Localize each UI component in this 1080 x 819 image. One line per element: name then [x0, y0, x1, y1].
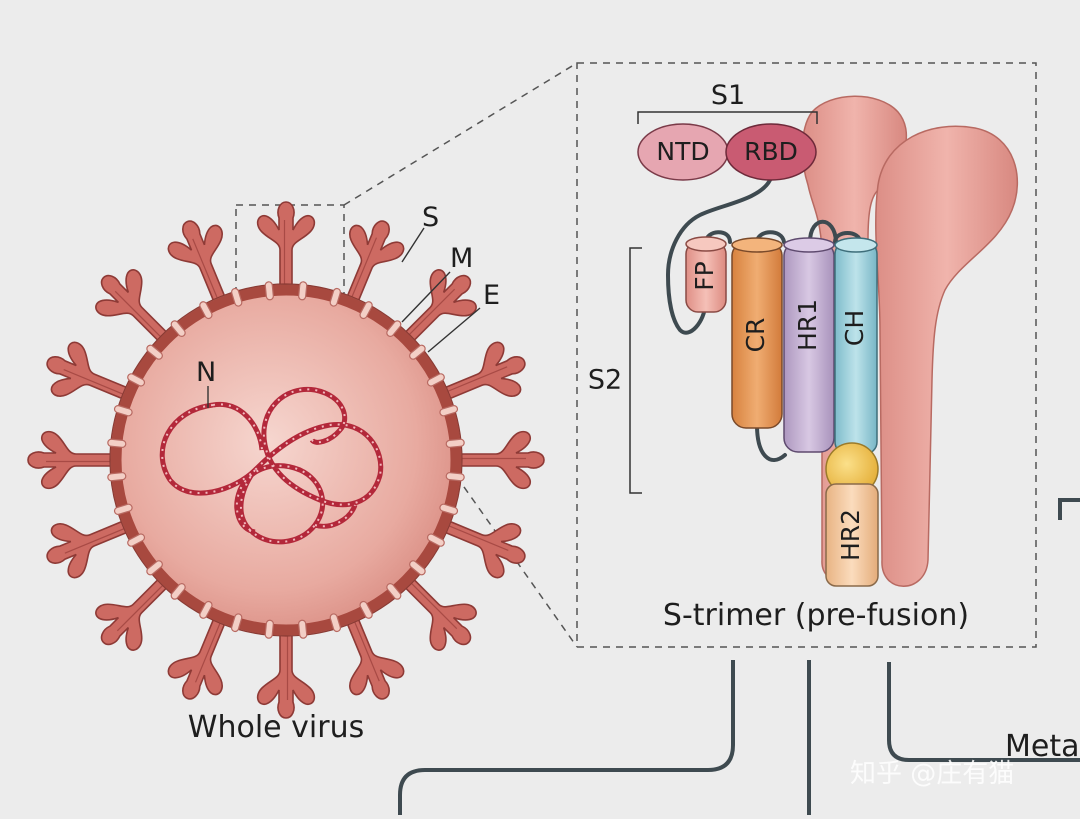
membrane-protein — [297, 619, 308, 640]
membrane-protein — [106, 471, 127, 482]
domain-rbd: RBD — [725, 123, 817, 181]
membrane-protein — [445, 471, 466, 482]
label-s: S — [422, 202, 439, 233]
svg-text:CR: CR — [741, 318, 770, 353]
s2-label: S2 — [588, 365, 622, 396]
virus-leader-lines — [207, 227, 481, 408]
s-trimer: S1 S2 FP CR HR — [588, 80, 1019, 633]
pathway-lines — [398, 498, 1080, 815]
domain-fp: FP — [685, 236, 727, 313]
label-m: M — [450, 243, 473, 274]
svg-text:RBD: RBD — [744, 137, 798, 166]
label-n: N — [196, 357, 216, 388]
pathway-label: Meta — [1005, 729, 1080, 764]
domain-ntd: NTD — [637, 123, 729, 181]
label-e: E — [483, 280, 500, 311]
membrane-protein — [264, 619, 275, 640]
membrane-protein — [264, 280, 275, 301]
domain-hr1: HR1 — [783, 237, 835, 453]
membrane-protein — [106, 438, 127, 449]
strimer-caption: S-trimer (pre-fusion) — [663, 598, 969, 633]
svg-text:HR1: HR1 — [793, 299, 822, 351]
svg-text:HR2: HR2 — [836, 509, 865, 561]
s1-bracket — [637, 111, 818, 124]
membrane-protein — [445, 438, 466, 449]
domain-hr2: HR2 — [825, 483, 879, 587]
svg-text:FP: FP — [690, 261, 719, 290]
whole-virus: S M E N Whole virus — [27, 201, 545, 745]
rna-genome — [159, 386, 384, 545]
linker-chain — [665, 178, 862, 462]
virus-envelope — [110, 284, 462, 636]
watermark-text: 知乎 @庄有猫 — [850, 759, 1014, 789]
domain-cr: CR — [731, 237, 783, 429]
s2-bracket — [629, 247, 642, 494]
trimer-protomer-front — [875, 125, 1019, 587]
svg-text:NTD: NTD — [656, 137, 709, 166]
virus-caption: Whole virus — [188, 710, 364, 745]
s1-label: S1 — [711, 80, 745, 111]
virus-membrane — [110, 284, 462, 636]
membrane-protein — [297, 280, 308, 301]
svg-text:CH: CH — [840, 310, 869, 346]
domain-ch: CH — [834, 237, 878, 455]
